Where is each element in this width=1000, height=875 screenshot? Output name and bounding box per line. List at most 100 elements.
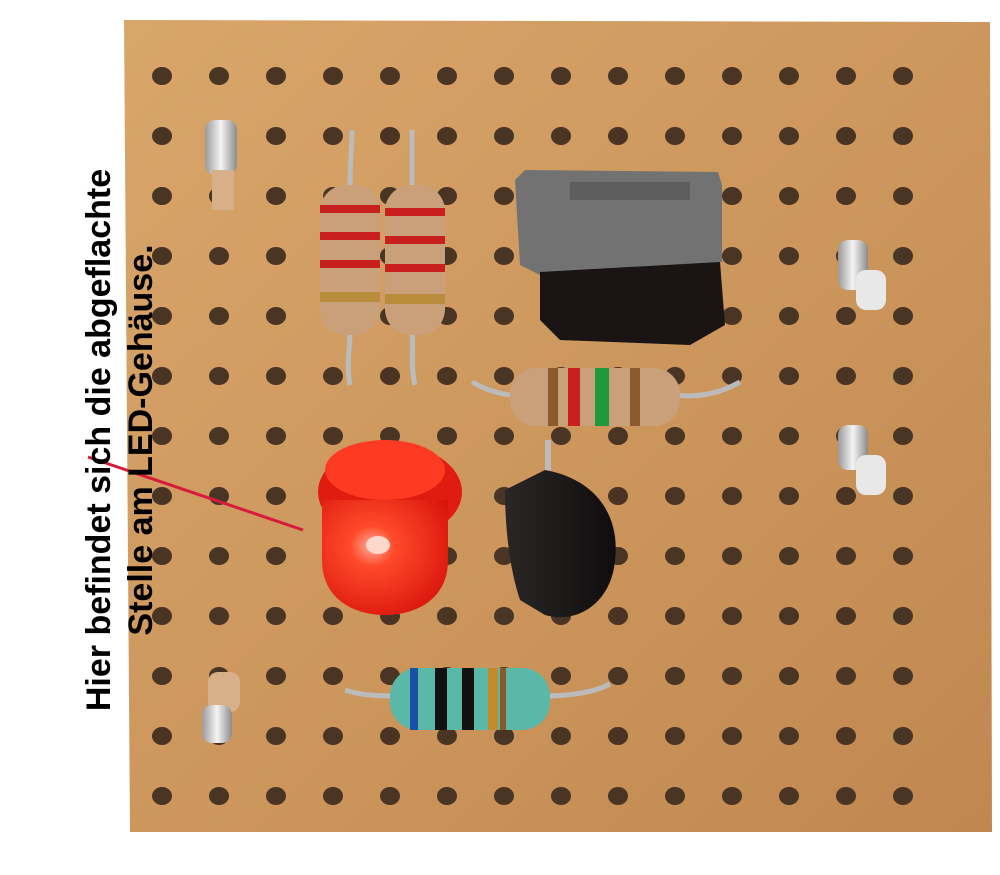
board-hole bbox=[266, 307, 286, 325]
board-hole bbox=[494, 547, 514, 565]
board-hole bbox=[209, 367, 229, 385]
board-hole bbox=[608, 667, 628, 685]
board-hole bbox=[722, 667, 742, 685]
board-hole bbox=[836, 727, 856, 745]
board-hole bbox=[608, 67, 628, 85]
board-hole bbox=[494, 787, 514, 805]
board-hole bbox=[494, 187, 514, 205]
board-hole bbox=[836, 487, 856, 505]
board-hole bbox=[722, 607, 742, 625]
board-hole bbox=[209, 247, 229, 265]
board-hole bbox=[266, 67, 286, 85]
board-hole bbox=[323, 727, 343, 745]
board-hole bbox=[722, 247, 742, 265]
board-hole bbox=[323, 427, 343, 445]
board-hole bbox=[608, 607, 628, 625]
board-hole bbox=[266, 427, 286, 445]
board-hole bbox=[608, 727, 628, 745]
board-hole bbox=[665, 127, 685, 145]
board-hole bbox=[209, 787, 229, 805]
board-hole bbox=[722, 127, 742, 145]
board-hole bbox=[779, 67, 799, 85]
board-hole bbox=[209, 307, 229, 325]
board-hole bbox=[437, 67, 457, 85]
board-hole bbox=[209, 427, 229, 445]
board-hole bbox=[665, 607, 685, 625]
solder-pin-bottom-left bbox=[202, 672, 240, 743]
board-hole bbox=[779, 307, 799, 325]
board-hole bbox=[152, 307, 172, 325]
annotation-line-1: Hier befindet sich die abgeflachte bbox=[80, 168, 118, 712]
board-hole bbox=[893, 487, 913, 505]
board-hole bbox=[779, 367, 799, 385]
board-hole bbox=[551, 727, 571, 745]
board-hole bbox=[665, 67, 685, 85]
board-hole bbox=[836, 127, 856, 145]
board-hole bbox=[836, 187, 856, 205]
board-hole bbox=[494, 307, 514, 325]
board-hole bbox=[380, 367, 400, 385]
board-hole bbox=[665, 727, 685, 745]
transistor bbox=[505, 440, 616, 618]
board-hole bbox=[266, 187, 286, 205]
board-hole bbox=[152, 67, 172, 85]
annotation-caption: Hier befindet sich die abgeflachte Stell… bbox=[78, 5, 168, 875]
board-hole bbox=[266, 247, 286, 265]
board-hole bbox=[209, 67, 229, 85]
board-hole bbox=[266, 727, 286, 745]
board-hole bbox=[323, 667, 343, 685]
board-hole bbox=[551, 787, 571, 805]
board-hole bbox=[722, 187, 742, 205]
board-hole bbox=[266, 667, 286, 685]
board-hole bbox=[779, 427, 799, 445]
board-hole bbox=[665, 787, 685, 805]
board-hole bbox=[266, 787, 286, 805]
board-hole bbox=[551, 667, 571, 685]
board-hole bbox=[665, 487, 685, 505]
board-hole bbox=[779, 727, 799, 745]
board-hole bbox=[380, 787, 400, 805]
board-hole bbox=[779, 247, 799, 265]
board-hole bbox=[494, 67, 514, 85]
board-hole bbox=[608, 427, 628, 445]
red-led bbox=[318, 440, 462, 615]
board-hole bbox=[437, 427, 457, 445]
board-hole bbox=[494, 367, 514, 385]
board-hole bbox=[266, 547, 286, 565]
board-hole bbox=[836, 307, 856, 325]
board-hole bbox=[437, 787, 457, 805]
board-hole bbox=[266, 487, 286, 505]
board-hole bbox=[836, 607, 856, 625]
board-hole bbox=[722, 367, 742, 385]
board-hole bbox=[893, 667, 913, 685]
board-hole bbox=[551, 127, 571, 145]
board-hole bbox=[494, 727, 514, 745]
board-hole bbox=[722, 727, 742, 745]
resistor-bottom-horizontal bbox=[344, 668, 612, 730]
circuit-board-photo bbox=[87, 20, 992, 832]
board-hole bbox=[323, 367, 343, 385]
board-hole bbox=[152, 427, 172, 445]
board-hole bbox=[836, 367, 856, 385]
board-hole bbox=[893, 67, 913, 85]
board-hole bbox=[152, 127, 172, 145]
board-hole bbox=[722, 487, 742, 505]
resistor-middle-horizontal bbox=[470, 368, 742, 426]
board-hole bbox=[152, 607, 172, 625]
board-hole bbox=[380, 727, 400, 745]
board-hole bbox=[152, 187, 172, 205]
board-hole bbox=[893, 307, 913, 325]
board-hole bbox=[893, 187, 913, 205]
board-hole bbox=[152, 787, 172, 805]
board-hole bbox=[836, 667, 856, 685]
board-hole bbox=[437, 727, 457, 745]
board-hole bbox=[437, 127, 457, 145]
board-hole bbox=[323, 127, 343, 145]
board-hole bbox=[152, 247, 172, 265]
board-hole bbox=[893, 787, 913, 805]
board-hole bbox=[722, 547, 742, 565]
resistor-left-vertical bbox=[320, 129, 380, 386]
board-hole bbox=[608, 127, 628, 145]
annotation-line-2: Stelle am LED-Gehäuse. bbox=[122, 244, 160, 636]
board-hole bbox=[779, 667, 799, 685]
